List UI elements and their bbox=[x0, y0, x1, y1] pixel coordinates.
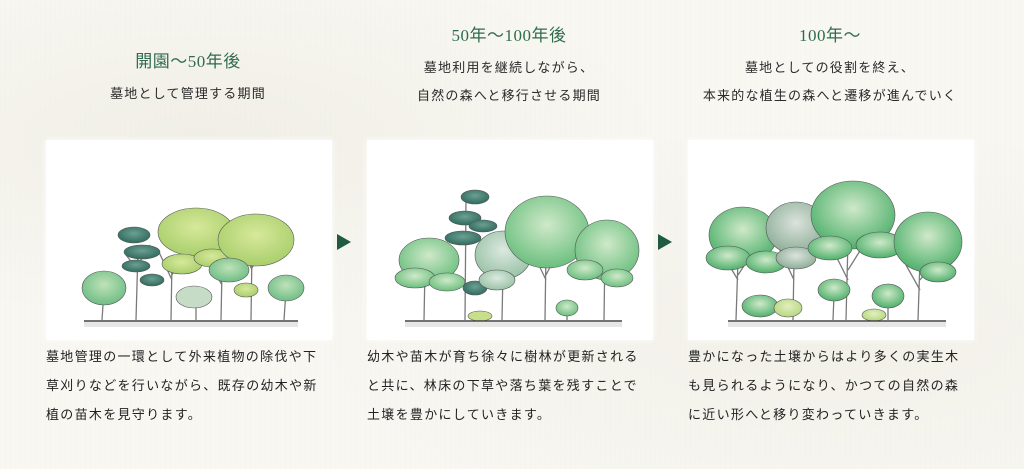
stage-2-period-heading: 50年〜100年後 bbox=[451, 26, 567, 45]
stage-3-description-line: 豊かになった土壌からはより多くの実生木 bbox=[688, 350, 960, 365]
stage-2-description: 幼木や苗木が育ち徐々に樹林が更新される と共に、林床の下草や落ち葉を残すことで … bbox=[367, 343, 667, 430]
stage-1-description-line: 植の苗木を見守ります。 bbox=[46, 408, 203, 423]
stage-1-subtitle: 墓地として管理する期間 bbox=[110, 87, 266, 102]
stage-3-description-line: も見られるようになり、かつての自然の森 bbox=[688, 379, 960, 394]
stage-1-description-line: 墓地管理の一環として外来植物の除伐や下 bbox=[46, 350, 318, 365]
young-forest-illustration bbox=[46, 140, 332, 340]
triangle-right-icon bbox=[337, 234, 351, 250]
stage-3-description: 豊かになった土壌からはより多くの実生木 も見られるようになり、かつての自然の森 … bbox=[688, 343, 988, 430]
stage-1-description: 墓地管理の一環として外来植物の除伐や下 草刈りなどを行いながら、既存の幼木や新 … bbox=[46, 343, 346, 430]
stage-2-description-line: と共に、林床の下草や落ち葉を残すことで bbox=[367, 379, 638, 394]
stage-3-subtitle-line-2: 本来的な植生の森へと遷移が進んでいく bbox=[702, 89, 958, 104]
stage-2-subtitle-line-2: 自然の森へと移行させる期間 bbox=[417, 89, 601, 104]
stage-1-description-line: 草刈りなどを行いながら、既存の幼木や新 bbox=[46, 379, 318, 394]
stage-3-period-heading: 100年〜 bbox=[799, 26, 861, 45]
growing-forest-illustration bbox=[367, 140, 653, 340]
stage-2-description-line: 土壌を豊かにしていきます。 bbox=[367, 408, 552, 423]
stage-2-subtitle-line-1: 墓地利用を継続しながら、 bbox=[423, 61, 595, 76]
stage-1-period-heading: 開園〜50年後 bbox=[135, 52, 241, 71]
stage-3-description-line: に近い形へと移り変わっていきます。 bbox=[688, 408, 929, 423]
stage-2-description-line: 幼木や苗木が育ち徐々に樹林が更新される bbox=[367, 350, 639, 365]
mature-forest-illustration bbox=[688, 140, 974, 340]
triangle-right-icon bbox=[658, 234, 672, 250]
stage-3-subtitle-line-1: 墓地としての役割を終え、 bbox=[744, 61, 915, 76]
